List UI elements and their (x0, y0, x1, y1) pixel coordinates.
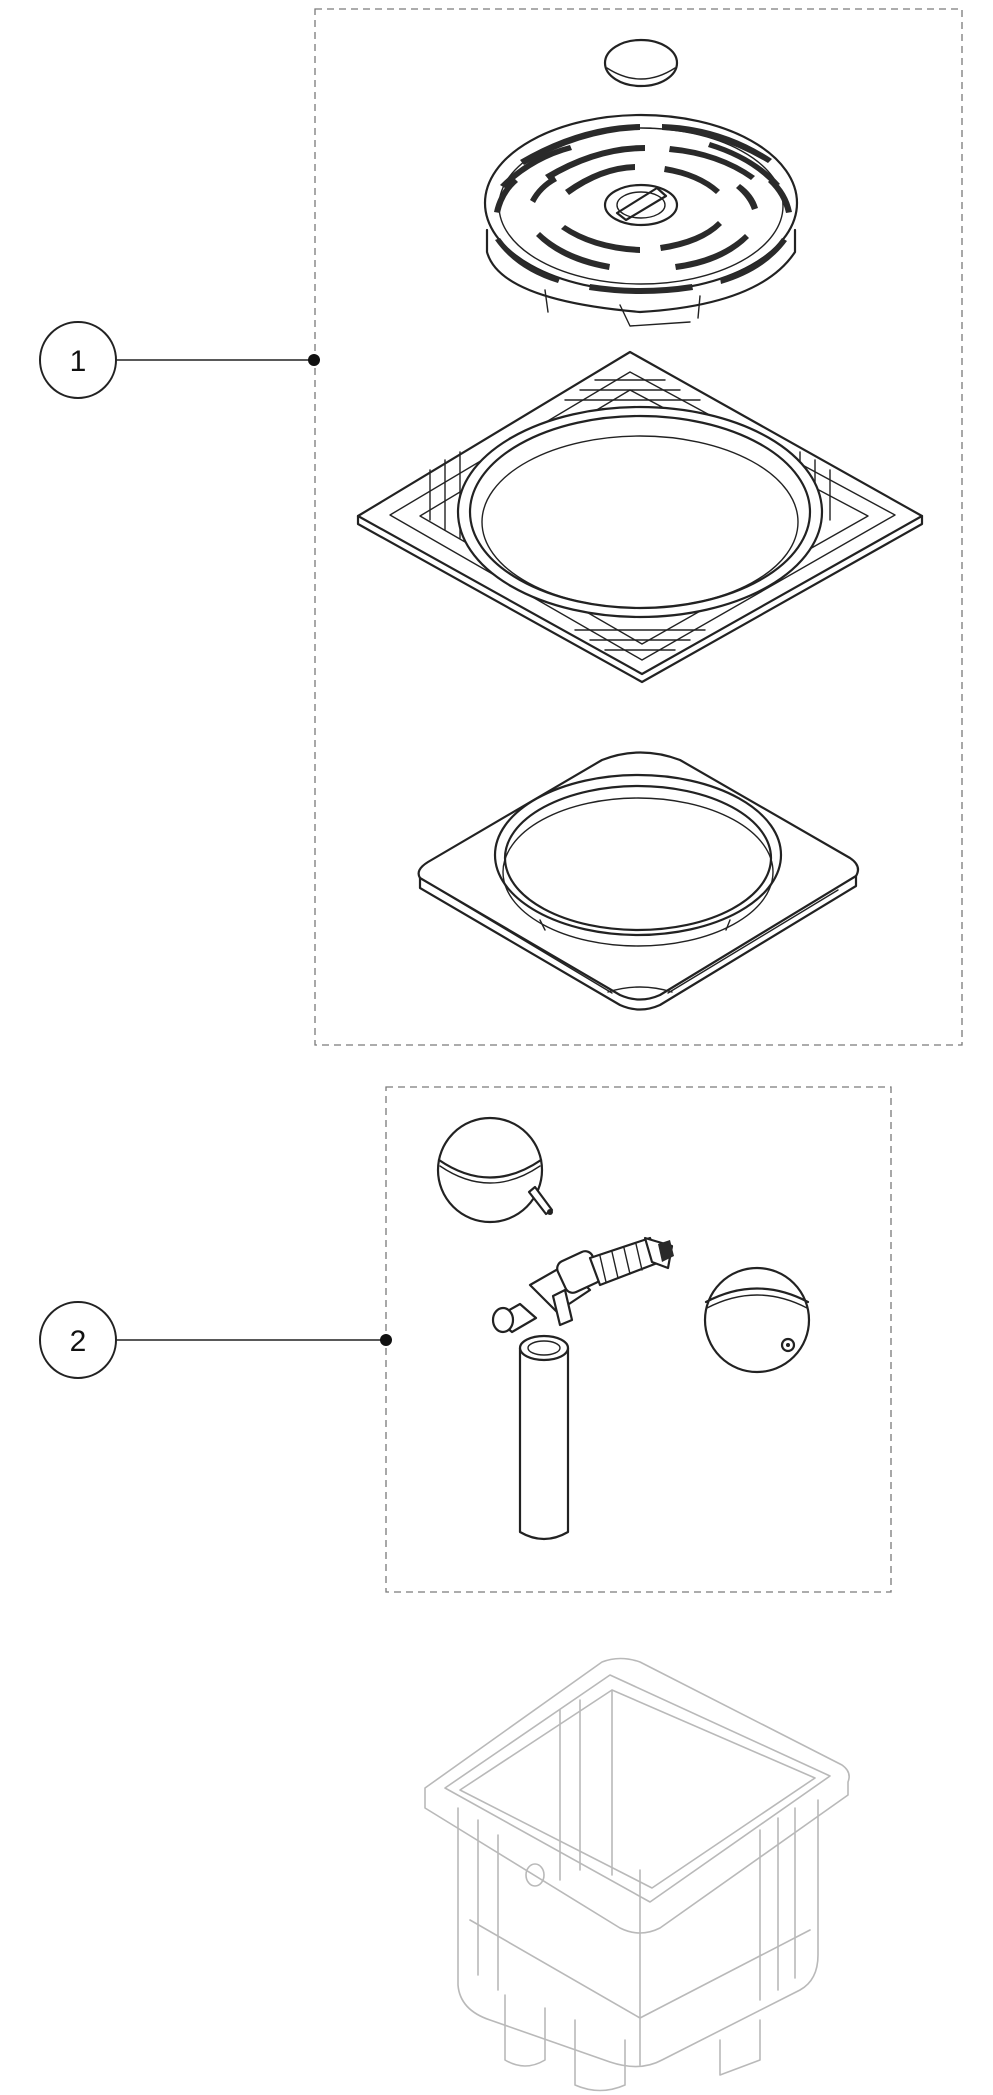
group-1-frame (314, 8, 963, 1046)
callout-1: 1 (39, 321, 320, 399)
frame-corner-slots (429, 379, 831, 651)
square-frame (356, 350, 924, 684)
base-plate (417, 751, 860, 1011)
callout-1-dot (308, 354, 320, 366)
grate-slots (494, 124, 792, 294)
callout-2-label: 2 (70, 1325, 87, 1358)
round-grate (483, 113, 799, 327)
basin-box (424, 1657, 850, 2092)
float-valve (491, 1236, 674, 1334)
callout-1-circle (39, 321, 117, 399)
callout-2: 2 (39, 1301, 392, 1379)
pipe-tube (518, 1334, 570, 1541)
callout-2-dot (380, 1334, 392, 1346)
callout-1-label: 1 (70, 345, 87, 378)
float-ball-1 (436, 1116, 554, 1224)
float-ball-2 (703, 1266, 811, 1374)
cap-disc (603, 38, 679, 88)
parts-group-1 (314, 8, 963, 1046)
callout-2-circle (39, 1301, 117, 1379)
parts-group-2 (385, 1086, 892, 1593)
